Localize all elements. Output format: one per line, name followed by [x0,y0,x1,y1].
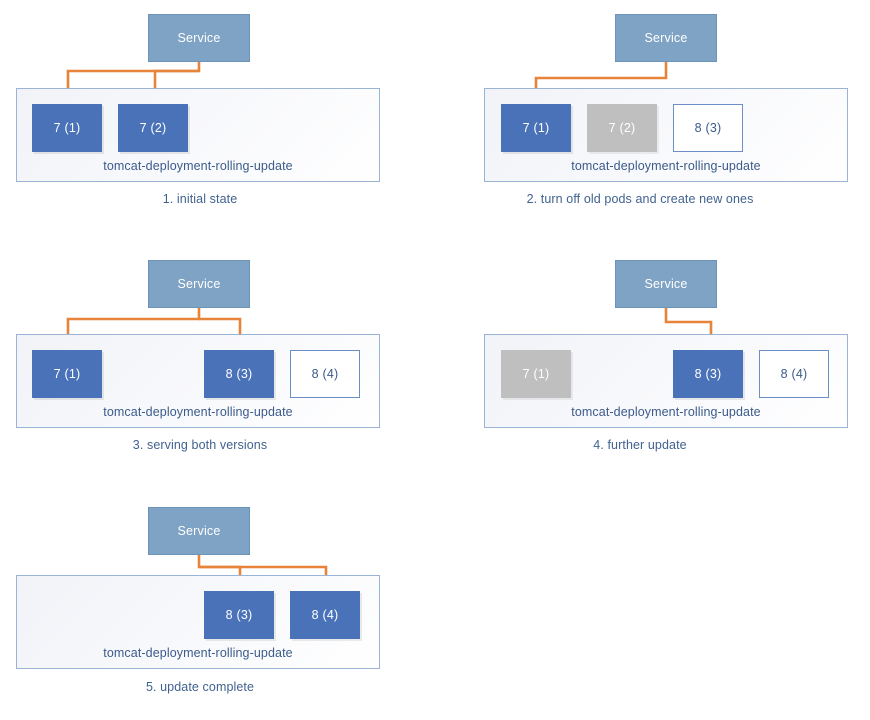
pod-label: 8 (3) [225,608,253,622]
service-label: Service [644,31,688,45]
pod-7-1[interactable]: 7 (1) [501,104,571,152]
service-label: Service [644,277,688,291]
deployment-label: tomcat-deployment-rolling-update [103,159,293,173]
pod-label: 7 (2) [608,121,636,135]
service-box[interactable]: Service [148,260,250,308]
deployment-label: tomcat-deployment-rolling-update [103,646,293,660]
pod-8-3[interactable]: 8 (3) [673,350,743,398]
pod-8-3[interactable]: 8 (3) [204,591,274,639]
pod-label: 8 (4) [311,367,339,381]
panel-2-caption: 2. turn off old pods and create new ones [526,192,754,206]
panel-3-caption: 3. serving both versions [132,438,268,452]
panel-5: Service tomcat-deployment-rolling-update… [0,495,400,720]
pod-label: 7 (1) [53,121,81,135]
pod-label: 8 (3) [694,367,722,381]
service-box[interactable]: Service [148,507,250,555]
pod-7-1[interactable]: 7 (1) [501,350,571,398]
deployment-label: tomcat-deployment-rolling-update [103,405,293,419]
service-label: Service [177,277,221,291]
panel-4-caption: 4. further update [593,438,687,452]
pod-7-1[interactable]: 7 (1) [32,350,102,398]
deployment-container[interactable]: tomcat-deployment-rolling-update [16,575,380,669]
pod-label: 7 (1) [522,367,550,381]
pod-7-1[interactable]: 7 (1) [32,104,102,152]
panel-3: Service tomcat-deployment-rolling-update… [0,250,400,475]
deployment-label: tomcat-deployment-rolling-update [571,159,761,173]
pod-7-2[interactable]: 7 (2) [118,104,188,152]
panel-5-caption: 5. update complete [145,680,255,694]
service-box[interactable]: Service [148,14,250,62]
pod-label: 7 (1) [53,367,81,381]
pod-label: 8 (3) [225,367,253,381]
panel-1: Service tomcat-deployment-rolling-update… [0,0,400,225]
pod-label: 8 (4) [780,367,808,381]
pod-8-4[interactable]: 8 (4) [290,350,360,398]
panel-1-caption: 1. initial state [162,192,238,206]
pod-label: 8 (4) [311,608,339,622]
service-box[interactable]: Service [615,260,717,308]
pod-8-4[interactable]: 8 (4) [759,350,829,398]
pod-8-3[interactable]: 8 (3) [204,350,274,398]
pod-7-2[interactable]: 7 (2) [587,104,657,152]
pod-8-3[interactable]: 8 (3) [673,104,743,152]
service-label: Service [177,524,221,538]
panel-4: Service tomcat-deployment-rolling-update… [440,250,848,475]
service-box[interactable]: Service [615,14,717,62]
pod-8-4[interactable]: 8 (4) [290,591,360,639]
pod-label: 7 (2) [139,121,167,135]
service-label: Service [177,31,221,45]
pod-label: 7 (1) [522,121,550,135]
panel-2: Service tomcat-deployment-rolling-update… [440,0,848,225]
deployment-label: tomcat-deployment-rolling-update [571,405,761,419]
pod-label: 8 (3) [694,121,722,135]
